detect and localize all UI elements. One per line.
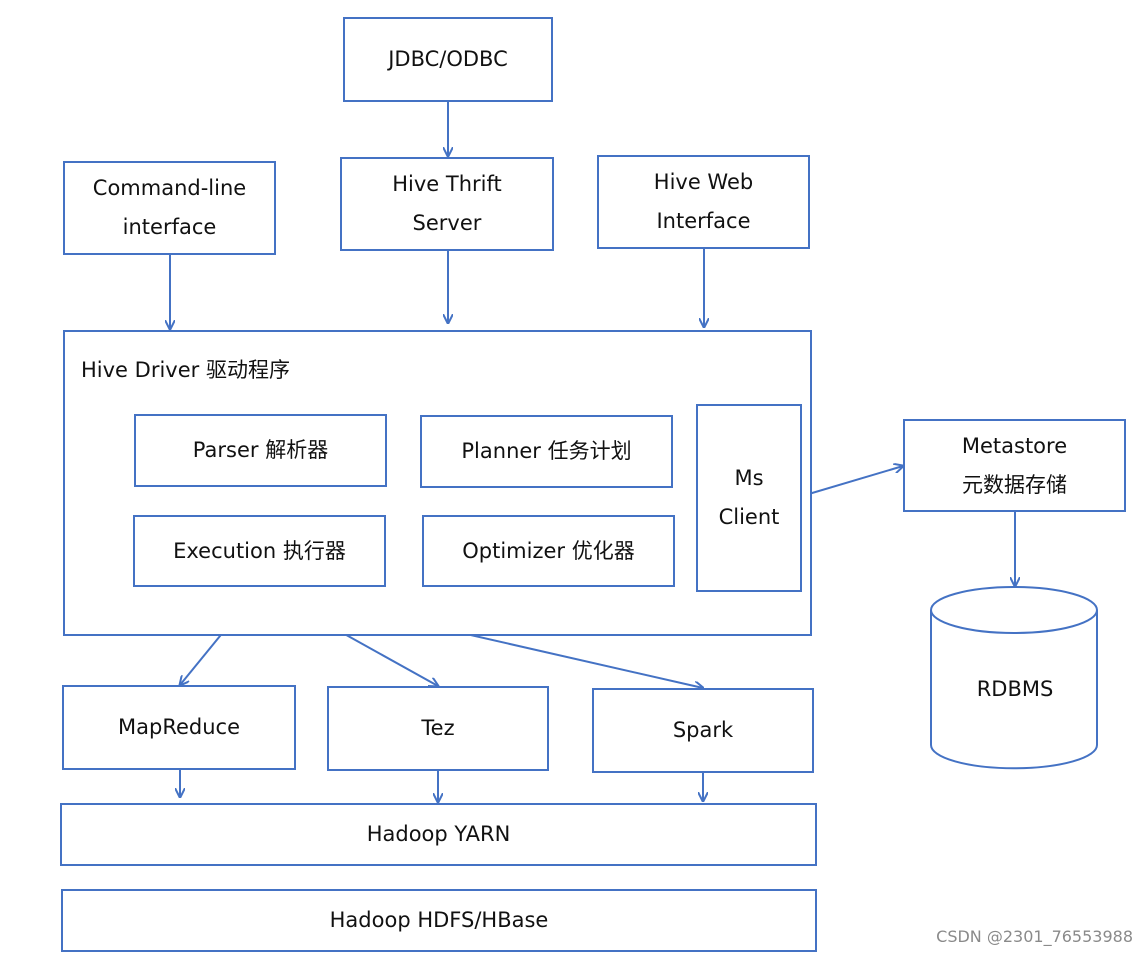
rdbms-label: RDBMS bbox=[976, 677, 1054, 701]
command-line-interface-box: Command-line interface bbox=[63, 161, 276, 255]
ms-client-line1: Ms bbox=[734, 466, 764, 490]
web-label-line2: Interface bbox=[656, 209, 751, 233]
metastore-line1: Metastore bbox=[961, 433, 1068, 458]
planner-label: Planner 任务计划 bbox=[461, 439, 632, 463]
hadoop-yarn-box: Hadoop YARN bbox=[60, 803, 817, 866]
optimizer-box: Optimizer 优化器 bbox=[422, 515, 675, 587]
optimizer-label: Optimizer 优化器 bbox=[462, 538, 635, 563]
parser-box: Parser 解析器 bbox=[134, 414, 387, 487]
hive-driver-title: Hive Driver 驱动程序 bbox=[81, 358, 290, 382]
cli-label-line2: interface bbox=[122, 215, 217, 239]
tez-label: Tez bbox=[421, 716, 455, 740]
hadoop-hdfs-hbase-box: Hadoop HDFS/HBase bbox=[61, 889, 817, 952]
thrift-label-line2: Server bbox=[412, 211, 482, 235]
metastore-box: Metastore 元数据存储 bbox=[903, 419, 1126, 512]
planner-box: Planner 任务计划 bbox=[420, 415, 673, 488]
watermark-text: CSDN @2301_76553988 bbox=[936, 927, 1133, 946]
metastore-line2: 元数据存储 bbox=[961, 472, 1067, 497]
hive-thrift-server-box: Hive Thrift Server bbox=[340, 157, 554, 251]
parser-label: Parser 解析器 bbox=[192, 438, 329, 462]
tez-box: Tez bbox=[327, 686, 549, 771]
hadoop-hdfs-label: Hadoop HDFS/HBase bbox=[329, 908, 549, 932]
mapreduce-label: MapReduce bbox=[118, 715, 240, 739]
rdbms-cylinder-icon bbox=[930, 586, 1098, 770]
ms-client-box: Ms Client bbox=[696, 404, 802, 592]
hadoop-yarn-label: Hadoop YARN bbox=[366, 822, 511, 846]
hive-web-interface-box: Hive Web Interface bbox=[597, 155, 810, 249]
spark-box: Spark bbox=[592, 688, 814, 773]
execution-box: Execution 执行器 bbox=[133, 515, 386, 587]
mapreduce-box: MapReduce bbox=[62, 685, 296, 770]
execution-label: Execution 执行器 bbox=[173, 538, 346, 563]
cli-label-line1: Command-line bbox=[92, 176, 247, 200]
arrow-msclient-to-metastore bbox=[801, 466, 903, 497]
thrift-label-line1: Hive Thrift bbox=[392, 172, 502, 196]
web-label-line1: Hive Web bbox=[653, 170, 754, 194]
spark-label: Spark bbox=[672, 718, 734, 742]
ms-client-line2: Client bbox=[718, 505, 780, 529]
jdbc-odbc-box: JDBC/ODBC bbox=[343, 17, 553, 102]
jdbc-odbc-label: JDBC/ODBC bbox=[388, 47, 508, 71]
